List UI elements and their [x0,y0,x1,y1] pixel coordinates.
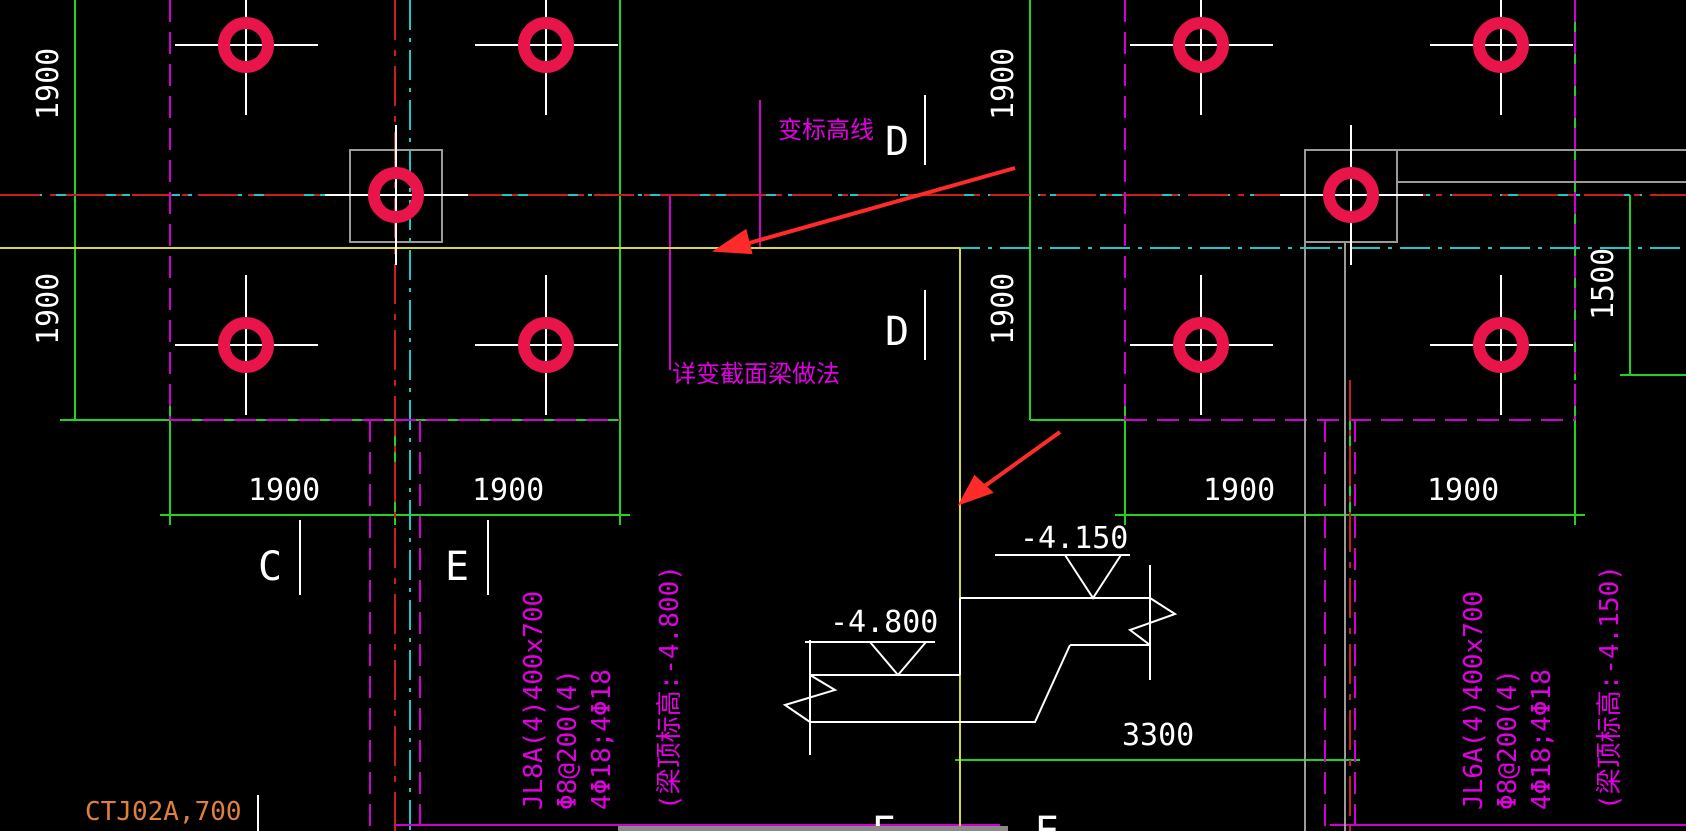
elevation-change-note: 变标高线 [778,116,874,144]
dimension-text: 1900 [31,48,66,120]
axis-label-e: E [872,809,896,831]
pile [1173,317,1229,373]
beam-stirrup: Φ8@200(4) [1493,669,1523,810]
dimension-text: 1900 [986,48,1021,120]
elevation-change-line [0,247,961,831]
beam-top-elevation: (梁顶标高:-4.150) [1595,565,1625,810]
elevation-low: -4.800 [830,605,938,640]
axis-label-c: C [258,544,282,590]
beam-top-elevation: (梁顶标高:-4.800) [655,565,685,810]
beam-stirrup: Φ8@200(4) [553,669,583,810]
beam-rebar: 4Φ18;4Φ18 [587,669,617,810]
dimension-text: 1900 [986,273,1021,345]
pile-cap-outlines [169,0,1576,831]
scrollbar-fragment [618,826,1008,831]
beam-label: JL8A(4)400x700 [519,591,549,810]
pile-crosshairs [175,0,1573,415]
red-arrows [711,166,1062,506]
elevation-high: -4.150 [1020,521,1128,556]
axis-label-e: E [1035,809,1059,831]
beam-label: JL6A(4)400x700 [1459,591,1489,810]
axis-label-d: D [885,119,909,165]
step-section-detail [782,554,1178,755]
dimension-text: 1900 [1427,473,1499,508]
dimension-text: 1500 [1586,248,1621,320]
piles [218,17,1529,373]
pile [218,317,274,373]
beam-annotation-right: JL6A(4)400x700 Φ8@200(4) 4Φ18;4Φ18 (梁顶标高… [1459,565,1625,810]
pile [1323,167,1379,223]
pile [1173,17,1229,73]
pile [218,17,274,73]
dimension-text: 1900 [248,473,320,508]
dimension-text: 3300 [1122,718,1194,753]
axis-label-d: D [885,309,909,355]
dimension-text: 1900 [1203,473,1275,508]
leader-lines [395,100,1686,826]
axis-label-e: E [445,544,469,590]
beam-annotation-left: JL8A(4)400x700 Φ8@200(4) 4Φ18;4Φ18 (梁顶标高… [519,565,685,810]
section-detail-note: 详变截面梁做法 [672,360,840,388]
pile [1473,17,1529,73]
dimension-text: 1900 [472,473,544,508]
arrow-to-elevation-line [734,166,1016,249]
arrow-to-foundation-edge [973,430,1062,495]
pile [1473,317,1529,373]
beam-rebar: 4Φ18;4Φ18 [1527,669,1557,810]
axis-ticks [257,95,926,831]
pile-cap-label: CTJ02A,700 [85,797,242,827]
pile [518,17,574,73]
dimension-text: 1900 [31,273,66,345]
pile [518,317,574,373]
pile [368,167,424,223]
